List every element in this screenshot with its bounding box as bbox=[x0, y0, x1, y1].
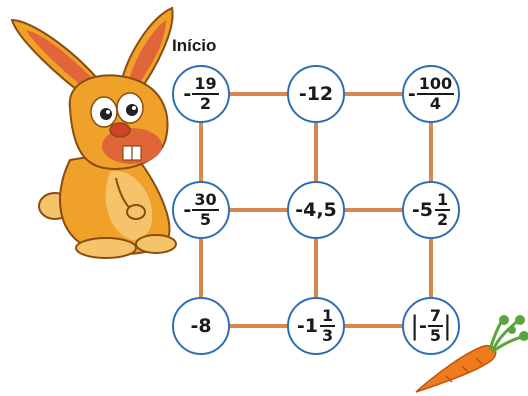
number-node-r2c2: -4,5 bbox=[287, 181, 345, 239]
rabbit-illustration bbox=[10, 6, 177, 259]
node-number: -8 bbox=[190, 314, 212, 337]
fraction-denominator: 5 bbox=[199, 210, 212, 229]
fraction-numerator: 1 bbox=[434, 190, 451, 211]
abs-bar-open: | bbox=[410, 311, 419, 341]
node-value: -12 bbox=[298, 82, 334, 105]
number-node-r3c1: -8 bbox=[172, 297, 230, 355]
node-value: -8 bbox=[190, 314, 212, 337]
node-number: -4,5 bbox=[295, 198, 337, 221]
whole-part: -5 bbox=[411, 198, 433, 221]
whole-part: -1 bbox=[296, 314, 318, 337]
fraction-denominator: 3 bbox=[321, 326, 334, 345]
fraction-numerator: 19 bbox=[192, 74, 219, 95]
fraction-numerator: 7 bbox=[427, 306, 444, 327]
minus-sign: - bbox=[407, 82, 416, 105]
start-label: Início bbox=[172, 36, 217, 55]
fraction-denominator: 4 bbox=[429, 94, 441, 113]
number-node-r1c2: -12 bbox=[287, 65, 345, 123]
node-value: -4,5 bbox=[295, 198, 337, 221]
fraction-numerator: 30 bbox=[192, 190, 219, 211]
minus-sign: - bbox=[183, 82, 192, 105]
fraction-numerator: 100 bbox=[416, 74, 455, 95]
minus-sign: - bbox=[418, 314, 427, 337]
abs-bar-close: | bbox=[443, 311, 452, 341]
fraction-denominator: 2 bbox=[436, 210, 449, 229]
node-number: -12 bbox=[298, 82, 334, 105]
minus-sign: - bbox=[183, 198, 192, 221]
fraction-numerator: 1 bbox=[319, 306, 336, 327]
fraction-denominator: 2 bbox=[199, 94, 212, 113]
fraction-denominator: 5 bbox=[429, 326, 442, 345]
carrot-illustration bbox=[415, 315, 528, 393]
